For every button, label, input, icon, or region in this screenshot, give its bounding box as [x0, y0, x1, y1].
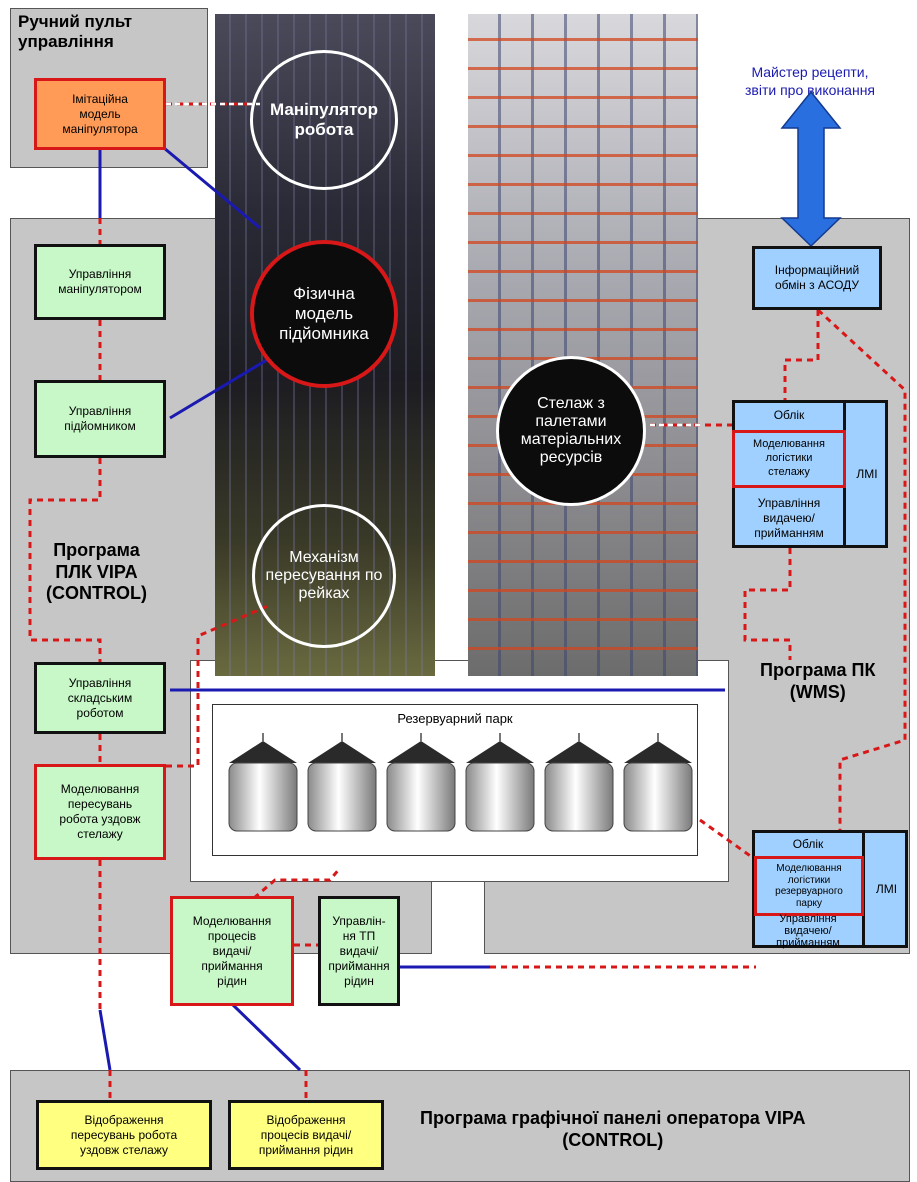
- physical-model-circle: Фізична модель підйомника: [250, 240, 398, 388]
- manipulator-control-box: Управління маніпулятором: [34, 244, 166, 320]
- hmi-robot-display-box: Відображення пересувань робота уздовж ст…: [36, 1100, 212, 1170]
- warehouse-photo-right: [468, 14, 698, 676]
- tank-park: Резервуарний парк: [212, 704, 698, 856]
- lmi-lower-issue: Управління видачею/ прийманням: [776, 912, 840, 950]
- tp-control-box: Управлін- ня ТП видачі/ приймання рідин: [318, 896, 400, 1006]
- lmi-upper-block: [732, 400, 888, 548]
- liquid-process-sim-box: Моделювання процесів видачі/ приймання р…: [170, 896, 294, 1006]
- tank-icon: [465, 733, 535, 832]
- rack-circle: Стелаж з палетами матеріальних ресурсів: [496, 356, 646, 506]
- pc-panel-title: Програма ПК (WMS): [760, 660, 876, 702]
- plc-panel-title: Програма ПЛК VIPA (CONTROL): [46, 540, 147, 604]
- tank-icon: [307, 733, 377, 832]
- tank-icon: [623, 733, 693, 832]
- manual-panel-title: Ручний пульт управління: [18, 12, 133, 52]
- info-exchange-box: Інформаційний обмін з АСОДУ: [752, 246, 882, 310]
- tank-icon: [228, 733, 298, 832]
- robot-movement-sim-box: Моделювання пересувань робота уздовж сте…: [34, 764, 166, 860]
- mechanism-circle: Механізм пересування по рейках: [252, 504, 396, 648]
- top-right-label: Майстер рецепти, звіти про виконання: [744, 64, 876, 98]
- lift-control-box: Управління підйомником: [34, 380, 166, 458]
- lmi-upper-modeling: Моделювання логістики стелажу: [732, 430, 846, 488]
- big-double-arrow-icon: [780, 90, 842, 248]
- lmi-upper-side-label: ЛМІ: [856, 466, 878, 481]
- lmi-lower-side-label: ЛМІ: [875, 881, 898, 896]
- imitation-model-box: Імітаційна модель маніпулятора: [34, 78, 166, 150]
- lmi-upper-accounting: Облік: [773, 407, 805, 422]
- hmi-liquid-display-box: Відображення процесів видачі/ приймання …: [228, 1100, 384, 1170]
- tank-icon: [386, 733, 456, 832]
- tank-park-label: Резервуарний парк: [397, 711, 513, 726]
- tank-icon: [544, 733, 614, 832]
- lmi-lower-accounting: Облік: [792, 836, 824, 851]
- lmi-lower-block: [752, 830, 908, 948]
- lmi-lower-modeling: Моделювання логістики резервуарного парк…: [754, 856, 864, 916]
- warehouse-robot-control-box: Управління складським роботом: [34, 662, 166, 734]
- lmi-upper-issue: Управління видачею/ прийманням: [754, 495, 824, 540]
- tank-row: [228, 733, 693, 832]
- hmi-panel-title: Програма графічної панелі оператора VIPA…: [420, 1108, 806, 1150]
- manipulator-circle: Маніпулятор робота: [250, 50, 398, 190]
